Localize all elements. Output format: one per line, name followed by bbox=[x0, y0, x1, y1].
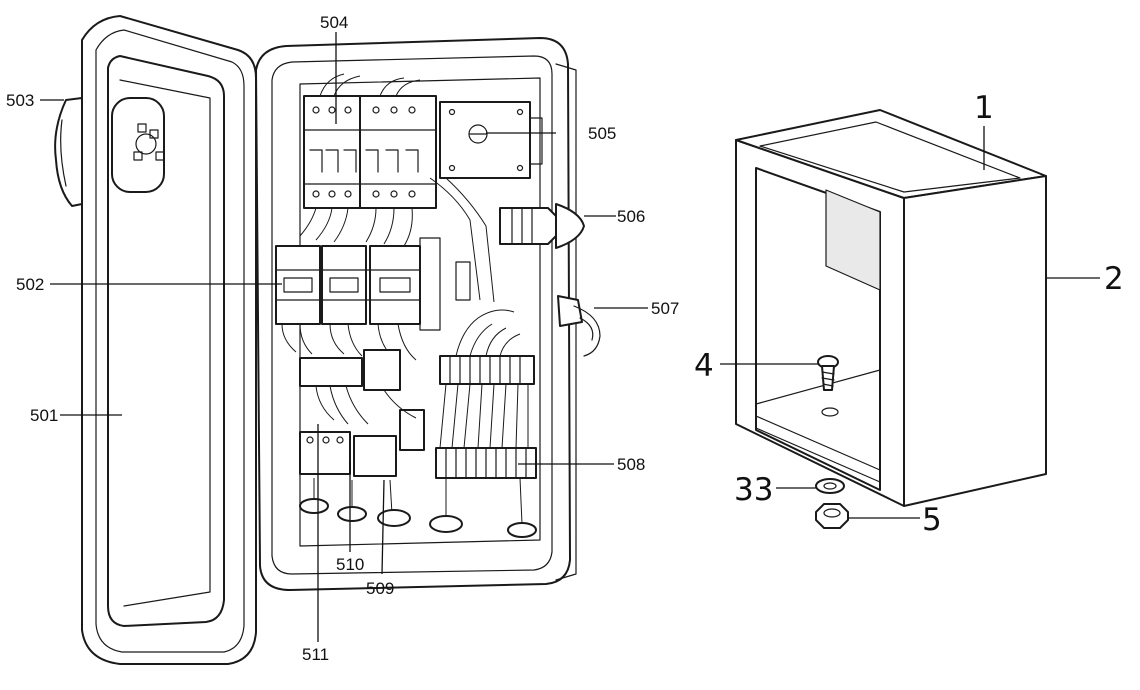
cabinet-inner bbox=[271, 55, 553, 575]
callout-506: 506 bbox=[617, 207, 645, 226]
floor-hole bbox=[821, 407, 839, 417]
callout-511: 511 bbox=[302, 645, 329, 664]
enclosure-floor bbox=[755, 369, 881, 483]
callout-505: 505 bbox=[588, 124, 616, 143]
callout-501: 501 bbox=[30, 406, 58, 425]
side-gland bbox=[499, 203, 585, 249]
callout-5: 5 bbox=[922, 502, 942, 538]
callout-507: 507 bbox=[651, 299, 679, 318]
enclosure-front-frame bbox=[735, 139, 905, 507]
leader-lines bbox=[40, 32, 1100, 642]
terminal-blocks bbox=[435, 309, 537, 479]
callout-1: 1 bbox=[974, 90, 994, 126]
nut bbox=[815, 503, 849, 529]
callout-508: 508 bbox=[617, 455, 645, 474]
door-inner-panel bbox=[107, 55, 225, 627]
door-handle bbox=[54, 97, 165, 207]
contactors bbox=[275, 237, 471, 361]
callout-510: 510 bbox=[336, 555, 364, 574]
mount-plate bbox=[299, 77, 541, 547]
washer-hole bbox=[823, 482, 837, 490]
callout-33: 33 bbox=[734, 472, 773, 508]
callout-2: 2 bbox=[1104, 261, 1124, 297]
wiring-bundle-top bbox=[299, 177, 495, 303]
callout-4: 4 bbox=[694, 348, 714, 384]
callout-504: 504 bbox=[320, 13, 348, 32]
enclosure-box bbox=[735, 109, 1047, 529]
door-mid bbox=[95, 29, 245, 653]
washer bbox=[815, 478, 845, 494]
overload-relays bbox=[299, 349, 425, 477]
bottom-glands bbox=[299, 477, 537, 538]
door-inner-edge bbox=[119, 79, 211, 607]
control-box bbox=[54, 15, 601, 665]
cable-clamp bbox=[557, 295, 601, 357]
enclosure-side bbox=[903, 175, 1047, 507]
callout-509: 509 bbox=[366, 579, 394, 598]
callout-labels: 501 502 503 504 505 506 507 508 509 510 … bbox=[6, 13, 1124, 664]
callout-502: 502 bbox=[16, 275, 44, 294]
enclosure-top-inner bbox=[759, 121, 1021, 193]
callout-503: 503 bbox=[6, 91, 34, 110]
screw bbox=[817, 355, 839, 391]
timer-module bbox=[439, 101, 543, 179]
enclosure-back-panel bbox=[825, 189, 881, 291]
